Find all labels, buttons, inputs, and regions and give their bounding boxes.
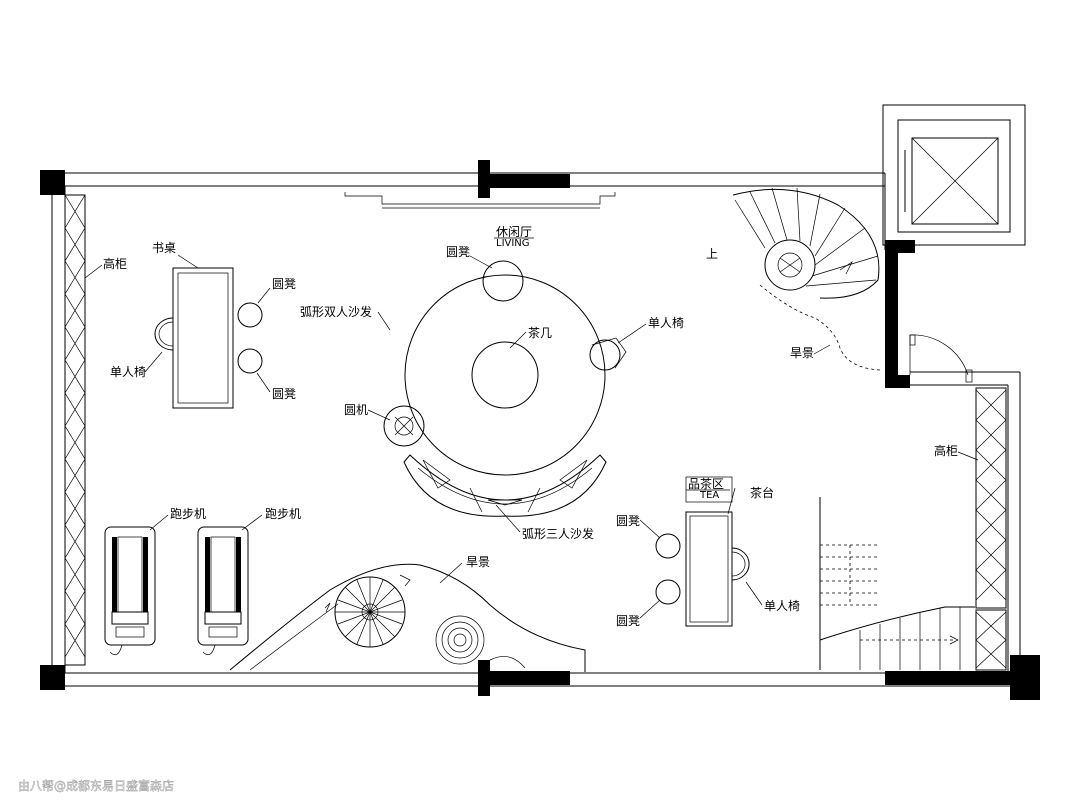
tea-stool-2 (655, 579, 681, 605)
tea-area-title-box (685, 476, 733, 503)
desk-chair (154, 317, 174, 351)
tea-table (685, 511, 733, 627)
stair-up-label: 上 (706, 247, 718, 261)
tall-cabinet-right-label: 高柜 (934, 443, 958, 458)
stool-top-center-label: 圆凳 (446, 244, 470, 259)
tea-chair (731, 547, 750, 581)
curved-sofa-three-label: 弧形三人沙发 (522, 526, 594, 541)
spiral-staircase (732, 187, 880, 299)
curved-sofa-three (403, 454, 607, 517)
tea-stool-2-label: 圆凳 (616, 613, 640, 628)
desk-stool-1-label: 圆凳 (272, 276, 296, 291)
top-window-track (344, 192, 616, 209)
lower-stairs (819, 497, 975, 670)
treadmill-left (104, 526, 156, 656)
dry-landscape-bottom-label: 旱景 (466, 555, 490, 569)
single-chair-right-label: 单人椅 (648, 316, 684, 330)
tea-area-title-cn: 品茶区 (688, 476, 724, 491)
tall-cabinet-left (64, 194, 86, 666)
desk (172, 267, 234, 409)
coffee-table (471, 341, 539, 409)
living-title-en: LIVING (496, 238, 530, 249)
side-unit-label: 圆机 (344, 403, 368, 417)
tall-cabinet-left-label: 高柜 (103, 256, 127, 271)
desk-stool-2-label: 圆凳 (272, 386, 296, 401)
desk-chair-label: 单人椅 (110, 365, 146, 379)
tea-stool-1 (655, 533, 681, 559)
dry-landscape-right-label: 旱景 (790, 346, 814, 360)
stool-top-center (482, 260, 524, 302)
coffee-table-label: 茶几 (528, 325, 552, 340)
treadmill-right (197, 526, 249, 656)
tea-chair-label: 单人椅 (764, 599, 800, 613)
curved-loveseat (404, 274, 606, 476)
door-swing-right (909, 334, 973, 383)
elevator-shaft (882, 104, 1026, 246)
side-unit (383, 405, 425, 447)
tea-table-label: 茶台 (750, 485, 774, 500)
dry-landscape-path (759, 284, 881, 371)
desk-label: 书桌 (152, 241, 176, 255)
treadmill-1-label: 跑步机 (170, 507, 206, 521)
tall-cabinet-right (975, 387, 1007, 671)
desk-stool-1 (237, 302, 263, 328)
treadmill-2-label: 跑步机 (265, 507, 301, 521)
living-title-cn: 休闲厅 (496, 225, 532, 239)
dry-landscape-bottom (229, 563, 586, 672)
single-chair-right (589, 337, 627, 371)
desk-stool-2 (237, 348, 263, 374)
tea-area-title-en: TEA (699, 490, 719, 501)
tea-stool-1-label: 圆凳 (616, 513, 640, 528)
curved-loveseat-label: 弧形双人沙发 (300, 304, 372, 319)
watermark: 由八帮@成都东易日盛富森店 (18, 778, 174, 793)
